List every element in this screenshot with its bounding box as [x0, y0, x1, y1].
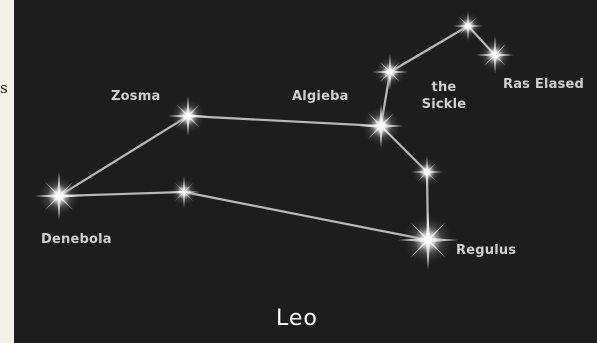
constellation-lines: [59, 26, 495, 240]
star-zosma: [168, 96, 208, 136]
star-regulus: [398, 210, 458, 270]
star-denebola: [35, 172, 83, 220]
line-zosma-algieba: [188, 116, 381, 126]
constellation-title: Leo: [276, 306, 318, 331]
label-algieba: Algieba: [292, 89, 349, 104]
label-ras-elased: Ras Elased: [503, 77, 584, 92]
line-denebola-zosma: [59, 116, 188, 196]
night-sky-panel: Denebola Zosma Algieba the Sickle Ras El…: [14, 0, 597, 343]
label-the-sickle: the Sickle: [414, 79, 474, 113]
star-chertan: [168, 176, 200, 208]
label-regulus: Regulus: [456, 243, 516, 258]
line-regulus-chertan: [184, 192, 428, 240]
label-denebola: Denebola: [41, 232, 112, 247]
constellation-drawing: [14, 0, 597, 343]
cropped-edge-text: s: [0, 79, 14, 97]
label-zosma: Zosma: [111, 89, 160, 104]
star-adhafera: [372, 54, 408, 90]
